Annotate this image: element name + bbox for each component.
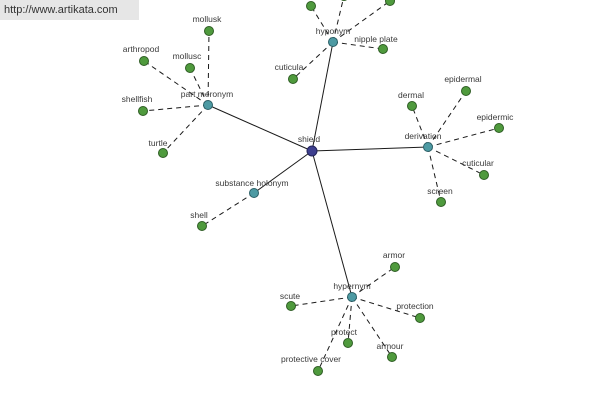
edge-hyponym-0 xyxy=(292,41,334,80)
edge-part-meronym-2 xyxy=(189,67,209,106)
edge-root-derivation xyxy=(311,146,429,152)
edge-derivation-3 xyxy=(427,146,485,176)
node-relation-hyponym[interactable] xyxy=(328,37,338,47)
label-root-shield: shield xyxy=(298,134,320,144)
label-epidermic: epidermic xyxy=(477,112,515,122)
node-protect[interactable] xyxy=(343,338,353,348)
label-protection: protection xyxy=(396,301,434,311)
node-relation-part-meronym[interactable] xyxy=(203,100,213,110)
node-mollusc[interactable] xyxy=(185,63,195,73)
node-root-shield[interactable] xyxy=(306,145,318,157)
edge-substance-holonym-0 xyxy=(201,192,255,227)
edge-derivation-0 xyxy=(411,105,429,148)
node-nipple-plate[interactable] xyxy=(378,44,388,54)
node-mollusk[interactable] xyxy=(204,26,214,36)
label-relation-part-meronym: part meronym xyxy=(181,89,233,99)
label-mollusk: mollusk xyxy=(193,14,223,24)
node-hyponym-child-2[interactable] xyxy=(306,1,316,11)
node-shell[interactable] xyxy=(197,221,207,231)
label-relation-hypernym: hypernym xyxy=(333,281,370,291)
label-cuticular: cuticular xyxy=(462,158,494,168)
node-cuticular[interactable] xyxy=(479,170,489,180)
node-relation-derivation[interactable] xyxy=(423,142,433,152)
node-hyponym-child-3[interactable] xyxy=(340,0,349,1)
node-dermal[interactable] xyxy=(407,101,417,111)
edge-derivation-1 xyxy=(427,90,467,148)
edge-root-part-meronym xyxy=(207,104,313,152)
edge-derivation-4 xyxy=(427,146,442,203)
node-protective-cover[interactable] xyxy=(313,366,323,376)
label-cuticula: cuticula xyxy=(275,62,304,72)
edge-hypernym-4 xyxy=(351,296,393,358)
label-armor: armor xyxy=(383,250,405,260)
edge-root-hyponym xyxy=(311,41,334,152)
node-shellfish[interactable] xyxy=(138,106,148,116)
node-screen[interactable] xyxy=(436,197,446,207)
label-epidermal: epidermal xyxy=(444,74,481,84)
graph-edges xyxy=(142,0,500,372)
edge-part-meronym-1 xyxy=(143,60,209,106)
node-armor[interactable] xyxy=(390,262,400,272)
node-protection[interactable] xyxy=(415,313,425,323)
label-dermal: dermal xyxy=(398,90,424,100)
label-shell: shell xyxy=(190,210,208,220)
label-relation-hyponym: hyponym xyxy=(316,26,351,36)
node-epidermic[interactable] xyxy=(494,123,504,133)
edge-root-hypernym xyxy=(311,150,353,298)
edge-hyponym-4 xyxy=(332,0,391,43)
label-protect: protect xyxy=(331,327,358,337)
node-relation-hypernym[interactable] xyxy=(347,292,357,302)
node-arthropod[interactable] xyxy=(139,56,149,66)
label-protective-cover: protective cover xyxy=(281,354,341,364)
graph-nodes xyxy=(138,0,504,376)
edge-hypernym-3 xyxy=(347,296,353,344)
source-url-banner: http://www.artikata.com xyxy=(0,0,139,20)
label-armour: armour xyxy=(377,341,404,351)
label-shellfish: shellfish xyxy=(122,94,153,104)
edge-part-meronym-0 xyxy=(207,30,210,106)
node-relation-substance-holonym[interactable] xyxy=(249,188,259,198)
edge-part-meronym-4 xyxy=(162,104,209,154)
edge-hypernym-2 xyxy=(351,296,421,319)
edge-derivation-2 xyxy=(427,127,500,148)
label-arthropod: arthropod xyxy=(123,44,160,54)
label-screen: screen xyxy=(427,186,453,196)
node-epidermal[interactable] xyxy=(461,86,471,96)
edge-root-substance-holonym xyxy=(253,150,313,194)
label-turtle: turtle xyxy=(149,138,168,148)
edge-hyponym-2 xyxy=(310,5,334,43)
edge-hypernym-5 xyxy=(317,296,353,372)
node-scute[interactable] xyxy=(286,301,296,311)
node-hyponym-child-4[interactable] xyxy=(385,0,395,6)
edge-hypernym-1 xyxy=(290,296,353,307)
label-nipple-plate: nipple plate xyxy=(354,34,398,44)
label-scute: scute xyxy=(280,291,301,301)
label-relation-derivation: derivation xyxy=(405,131,442,141)
node-armour[interactable] xyxy=(387,352,397,362)
node-cuticula[interactable] xyxy=(288,74,298,84)
edge-part-meronym-3 xyxy=(142,104,209,112)
label-mollusc: mollusc xyxy=(173,51,203,61)
label-relation-substance-holonym: substance holonym xyxy=(215,178,288,188)
node-turtle[interactable] xyxy=(158,148,168,158)
edge-hyponym-3 xyxy=(332,0,344,43)
